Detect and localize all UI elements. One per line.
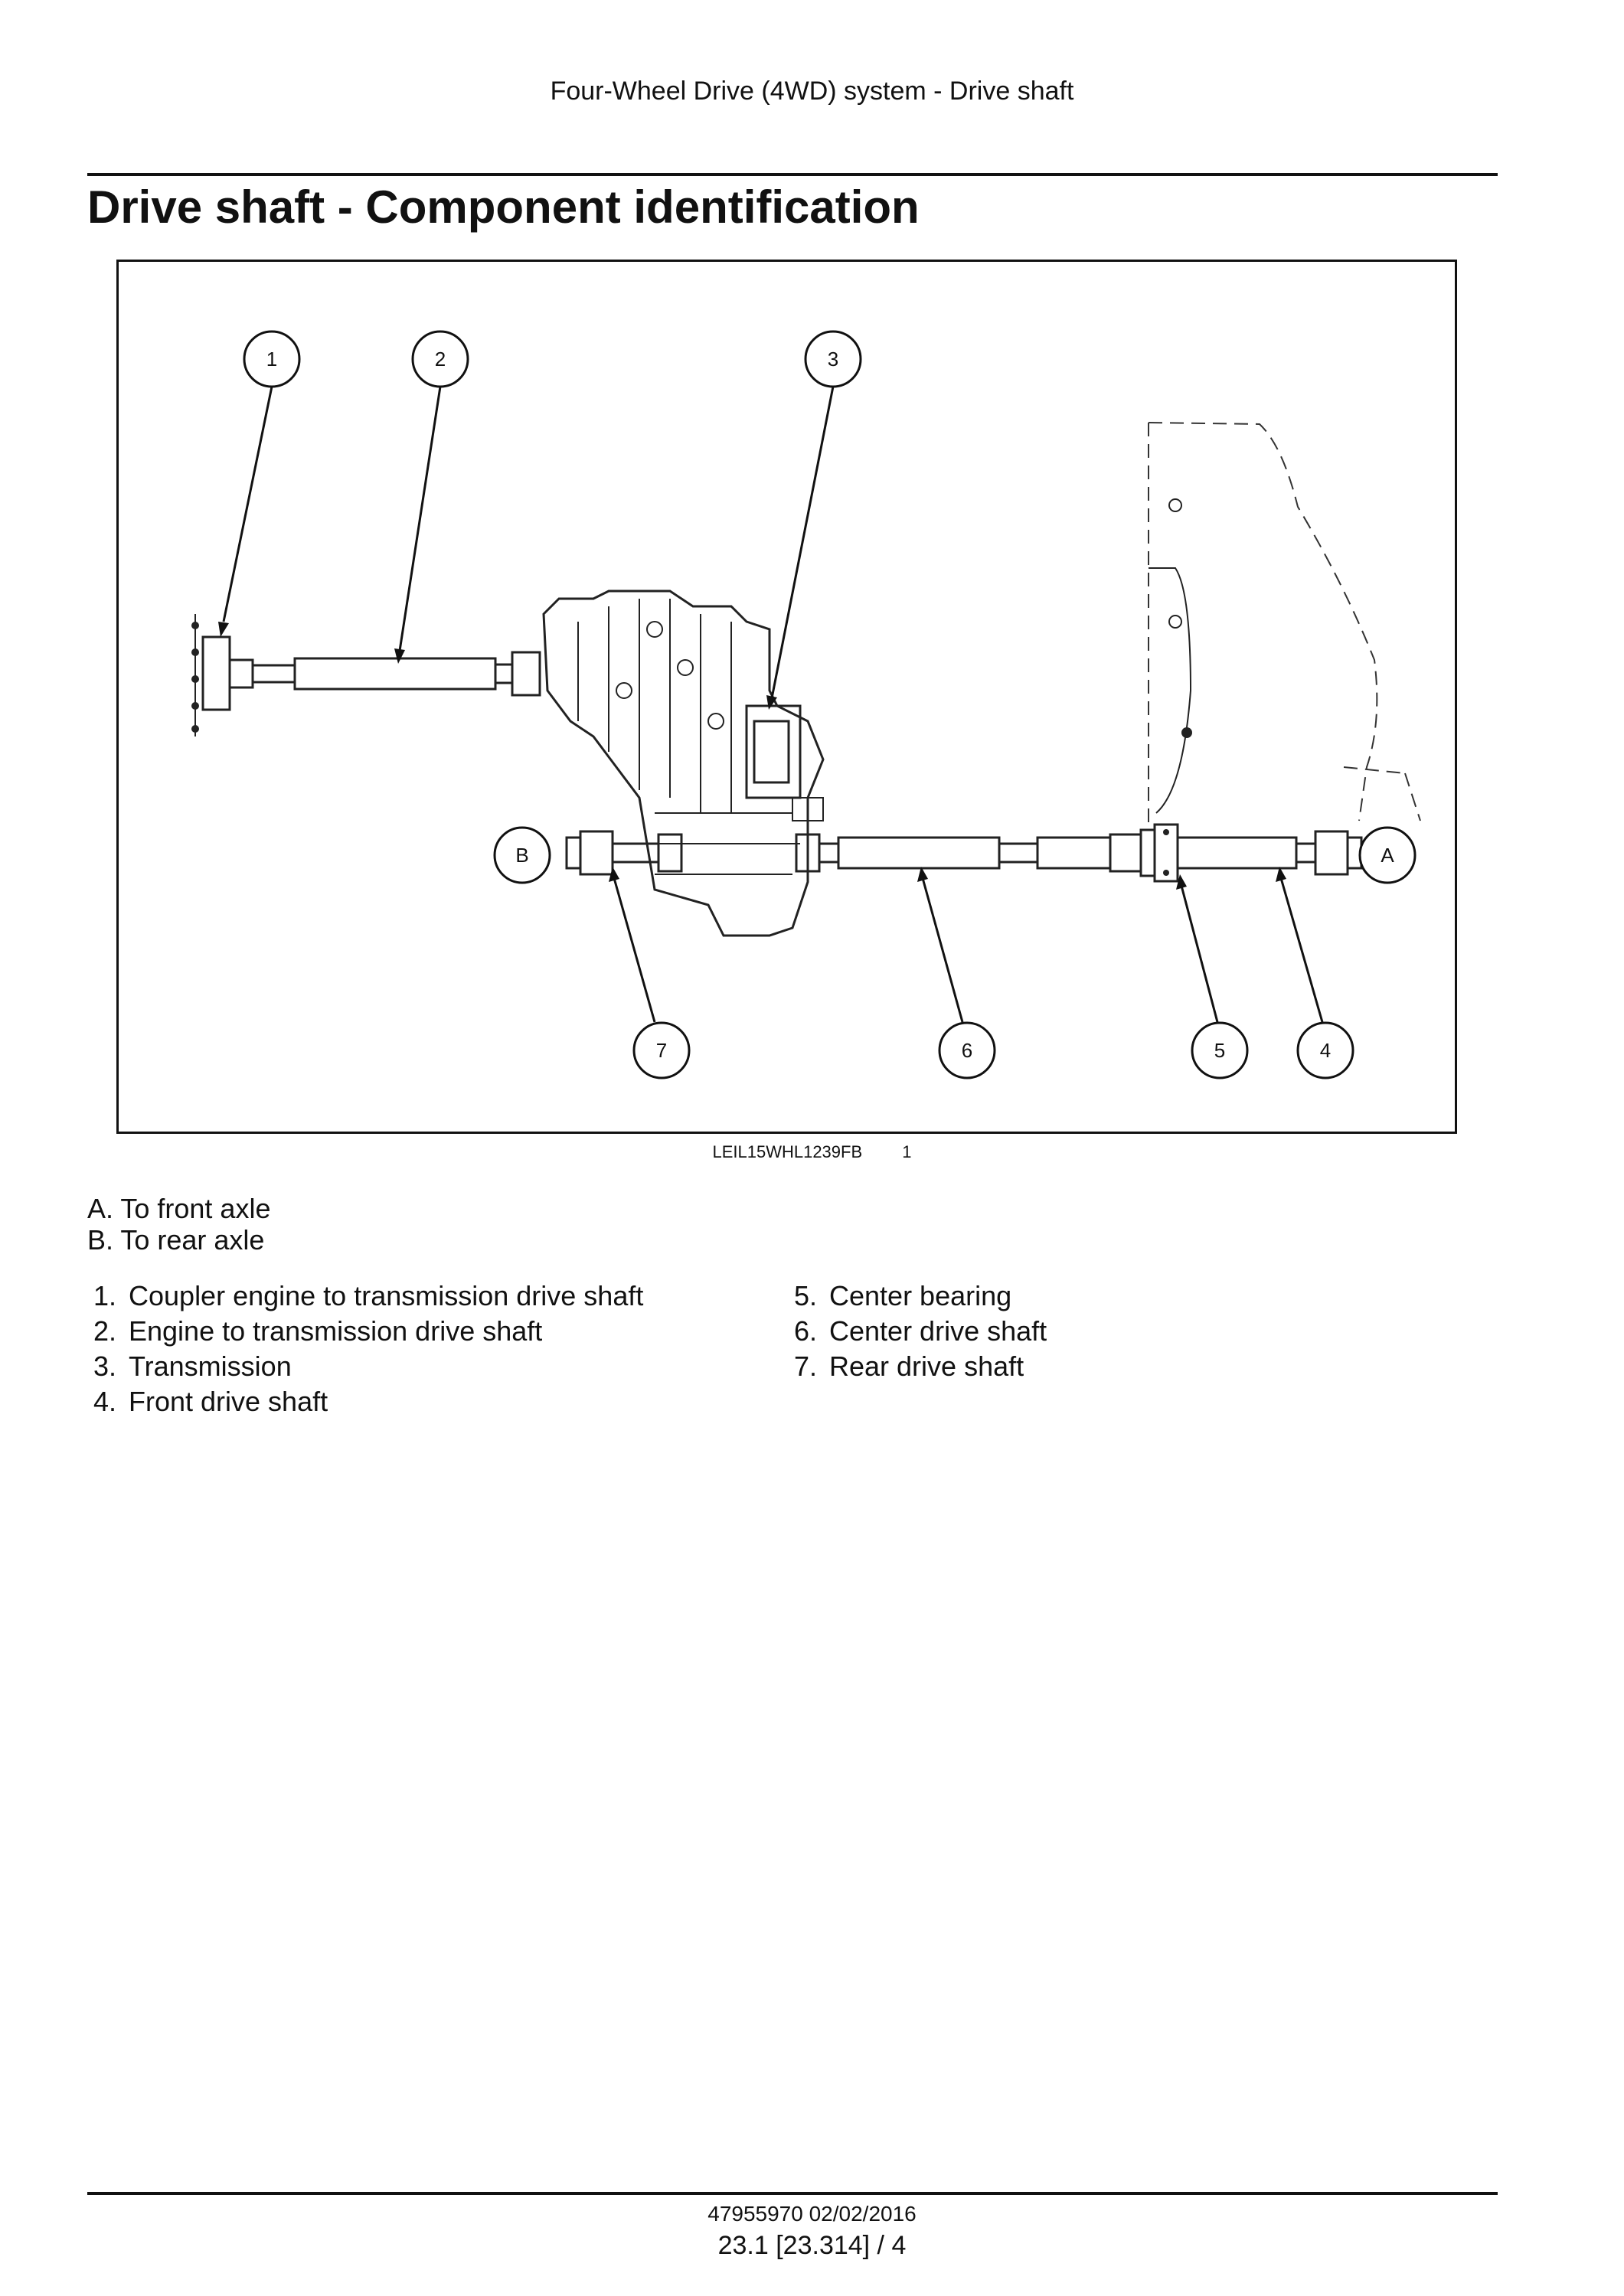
legend-item: 7.Rear drive shaft (794, 1350, 1024, 1382)
legend-item: 5.Center bearing (794, 1280, 1012, 1311)
cab-outline (1148, 422, 1421, 828)
legend-item: 3.Transmission (93, 1350, 292, 1382)
svg-text:1: 1 (266, 348, 277, 371)
svg-text:2: 2 (435, 348, 446, 371)
drive-shaft-figure: 1 2 3 B A 7 6 5 (116, 260, 1457, 1134)
callout-7: 7 (632, 1021, 691, 1079)
leader-lines (218, 386, 1324, 1023)
transmission-body (542, 590, 825, 937)
drive-shaft-illustration: 1 2 3 B A 7 6 5 (191, 330, 1421, 1079)
header-rule (87, 173, 1498, 176)
legend-numbers-right: 5.Center bearing 6.Center drive shaft 7.… (794, 1279, 1047, 1384)
callout-5: 5 (1191, 1021, 1249, 1079)
svg-text:3: 3 (828, 348, 838, 371)
svg-text:7: 7 (656, 1039, 667, 1062)
legend-letters: A. To front axle B. To rear axle (87, 1193, 270, 1256)
svg-text:5: 5 (1214, 1039, 1225, 1062)
center-bearing (1139, 823, 1179, 883)
legend-numbers-left: 1.Coupler engine to transmission drive s… (93, 1279, 643, 1419)
svg-text:4: 4 (1320, 1039, 1331, 1062)
figure-caption: LEIL15WHL1239FB 1 (0, 1142, 1624, 1162)
document-id: 47955970 02/02/2016 (707, 2202, 917, 2226)
page-reference: 23.1 [23.314] / 4 (717, 2231, 907, 2260)
svg-text:B: B (515, 844, 528, 867)
callout-2: 2 (411, 330, 469, 388)
legend-letter-A: A. To front axle (87, 1193, 271, 1224)
svg-text:A: A (1381, 844, 1394, 867)
legend-item: 4.Front drive shaft (93, 1386, 328, 1417)
running-header: Four-Wheel Drive (4WD) system - Drive sh… (550, 77, 1074, 106)
callout-A: A (1358, 826, 1417, 884)
page-title: Drive shaft - Component identification (87, 181, 920, 233)
callout-B: B (493, 826, 551, 884)
legend-item: 2.Engine to transmission drive shaft (93, 1315, 543, 1347)
callout-6: 6 (938, 1021, 996, 1079)
legend-letter-B: B. To rear axle (87, 1224, 265, 1256)
rear-drive-shaft (565, 830, 683, 876)
legend-item: 1.Coupler engine to transmission drive s… (93, 1280, 644, 1311)
legend-item: 6.Center drive shaft (794, 1315, 1047, 1347)
figure-number: 1 (902, 1142, 912, 1161)
callout-4: 4 (1296, 1021, 1354, 1079)
engine-to-transmission-shaft (293, 651, 541, 697)
callout-1: 1 (243, 330, 301, 388)
svg-text:6: 6 (962, 1039, 972, 1062)
footer-rule (87, 2192, 1498, 2195)
callout-3: 3 (804, 330, 862, 388)
figure-code: LEIL15WHL1239FB (712, 1142, 863, 1161)
center-drive-shaft (795, 833, 1142, 873)
coupler-assembly (191, 614, 296, 736)
front-drive-shaft (1176, 830, 1363, 876)
